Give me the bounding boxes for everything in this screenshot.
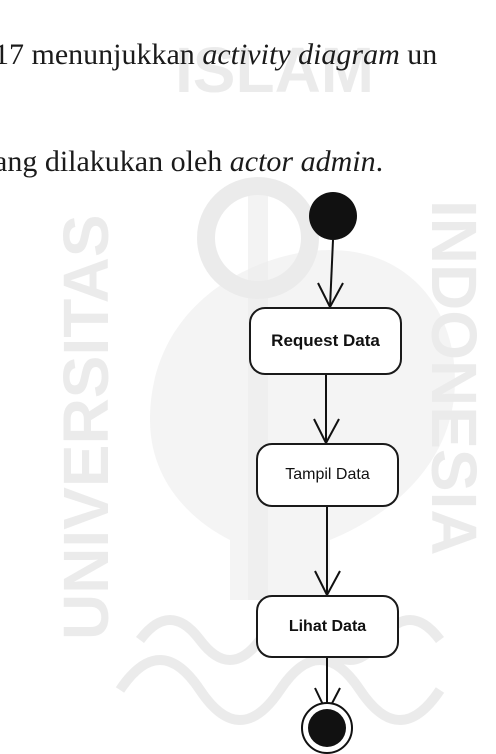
seal-text-right: INDONESIA bbox=[418, 200, 490, 556]
action-lihat-data-label: Lihat Data bbox=[288, 617, 367, 635]
seal-text-left: UNIVERSITAS bbox=[50, 214, 122, 640]
action-tampil-data-label: Tampil Data bbox=[285, 466, 370, 483]
action-tampil-data: Tampil Data bbox=[256, 443, 399, 507]
action-request-data: Request Data bbox=[249, 307, 402, 375]
seal-emblem-circle bbox=[197, 177, 319, 299]
paragraph-line-1-emphasis: activity diagram bbox=[202, 38, 400, 71]
initial-node bbox=[309, 192, 357, 240]
paragraph-line-1-prefix: 17 menunjukkan bbox=[0, 38, 203, 71]
final-node-inner bbox=[308, 709, 346, 747]
paragraph-line-1: 17 menunjukkan activity diagram un bbox=[0, 40, 437, 70]
action-lihat-data: Lihat Data bbox=[256, 595, 399, 658]
edge-initial-to-request bbox=[329, 239, 334, 308]
paragraph-line-2-emphasis: actor admin bbox=[229, 145, 376, 178]
paragraph-line-1-suffix: un bbox=[399, 38, 438, 71]
action-request-data-label: Request Data bbox=[271, 331, 380, 350]
seal-text-top: ISLAM bbox=[175, 34, 374, 106]
paragraph-line-2-prefix: ang dilakukan oleh bbox=[0, 145, 230, 178]
paragraph-line-2-suffix: . bbox=[375, 145, 384, 178]
paragraph-line-2: ang dilakukan oleh actor admin. bbox=[0, 147, 383, 177]
